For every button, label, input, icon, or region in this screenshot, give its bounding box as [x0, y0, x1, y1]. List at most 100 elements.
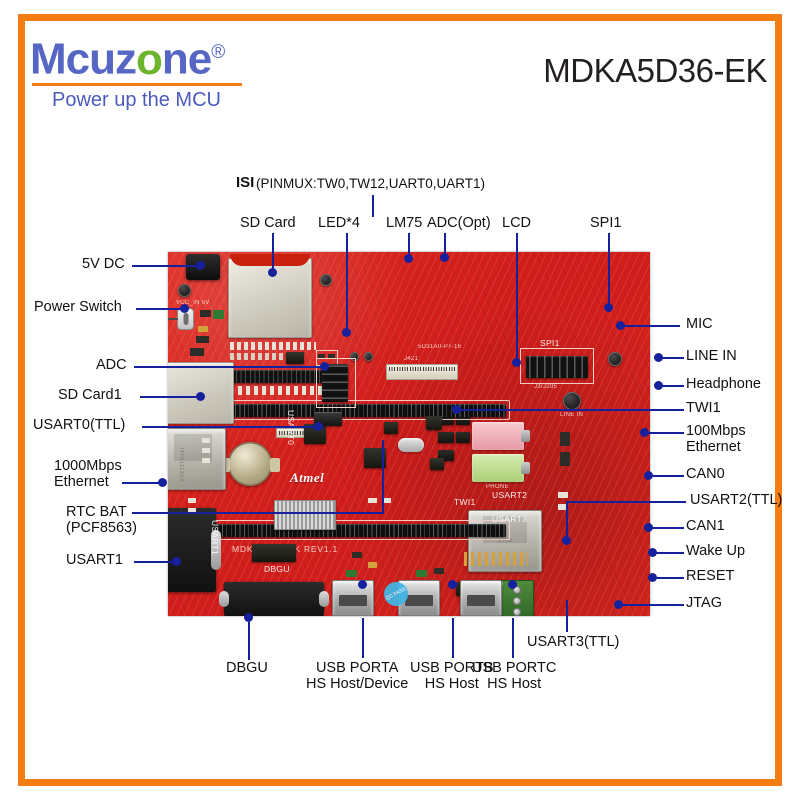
callout-1000mbps-line1: 1000Mbps [54, 458, 122, 474]
silk-dbgu: DBGU [264, 564, 290, 574]
dot-line-in [654, 353, 663, 362]
smd-part [200, 310, 211, 317]
silk-phone: PHONE [486, 484, 509, 490]
line-in-jack [472, 422, 530, 450]
rs232-transceiver [252, 544, 296, 562]
smd-chip [430, 458, 444, 470]
microphone [563, 392, 581, 410]
callout-usb-portc-line2: HS Host [487, 676, 542, 692]
callout-100mbps-ethernet: 100Mbps Ethernet [686, 423, 746, 455]
leader-sd-card [272, 233, 274, 273]
audio-chip [456, 432, 470, 443]
dot-can0 [644, 471, 653, 480]
usb-portc-connector [460, 580, 502, 616]
leader-rtc-bat-v [382, 440, 384, 514]
dot-jtag [614, 600, 623, 609]
capacitor [608, 352, 622, 366]
smd-part [328, 354, 335, 359]
lcd-ffc-connector [386, 364, 458, 380]
leader-usb-portc [512, 618, 514, 658]
silk-spi1-ref: J3/J205 [534, 384, 558, 390]
leader-5v-dc [132, 265, 200, 267]
dot-adc-opt [440, 253, 449, 262]
test-point [364, 352, 373, 361]
callout-mic: MIC [686, 316, 713, 332]
dbgu-db9-connector [219, 582, 329, 616]
silk-spi1: SPI1 [540, 338, 560, 348]
callout-1000mbps-line2: Ethernet [54, 474, 109, 490]
leader-twi1-h [458, 409, 684, 411]
silk-usart1: USART1 [210, 520, 220, 556]
qfn-chip [364, 448, 386, 468]
callout-can0: CAN0 [686, 466, 725, 482]
test-point [350, 352, 359, 361]
callout-usb-portc: USB PORTC HS Host [472, 660, 556, 692]
page-title: MDKA5D36-EK [543, 52, 767, 89]
dot-usb-portb [448, 580, 457, 589]
silk-eth-mark: HY911131A [178, 448, 184, 483]
dot-led4 [342, 328, 351, 337]
dot-usb-portc [508, 580, 517, 589]
spi1-outline [520, 348, 594, 384]
silk-twi1: TWI1 [454, 497, 476, 507]
leader-mic [620, 325, 680, 327]
leader-line-in [660, 357, 684, 359]
callout-can1: CAN1 [686, 518, 725, 534]
leader-usart2-v [566, 501, 568, 541]
leader-usb-porta [362, 618, 364, 658]
battery-clip [270, 458, 280, 472]
callout-usb-portb-line2: HS Host [424, 676, 479, 692]
dot-headphone [654, 381, 663, 390]
callout-reset: RESET [686, 568, 735, 584]
leader-1000mbps [122, 482, 162, 484]
som-connector-top [198, 404, 506, 417]
smd-chip [384, 422, 398, 434]
callout-headphone: Headphone [686, 376, 761, 392]
smd-part [202, 448, 210, 453]
smd-part [382, 498, 391, 503]
smd-row [190, 386, 340, 395]
smd-part [416, 570, 427, 577]
leader-headphone [660, 385, 684, 387]
power-capacitor [178, 284, 191, 297]
leader-adc-opt [444, 233, 446, 257]
ethernet-1000m-rj45 [168, 428, 226, 490]
silk-eth2-mark: 1712 [498, 538, 513, 544]
callout-1000mbps-ethernet: 1000Mbps Ethernet [54, 458, 122, 490]
crystal-oscillator [398, 438, 424, 452]
pin-row [464, 552, 528, 566]
leader-spi1 [608, 233, 610, 308]
callout-usb-portc-line1: USB PORTC [472, 660, 557, 676]
logo-wordmark: Mcuzone® [30, 30, 242, 83]
logo-text-part1: Mcuz [30, 34, 137, 84]
logo-tagline: Power up the MCU [52, 88, 221, 111]
audio-chip [438, 450, 454, 461]
lm75-sensor-chip [286, 352, 304, 364]
silk-usart3: USART3 [492, 514, 528, 524]
callout-usb-portb: USB PORTB HS Host [410, 660, 494, 692]
dot-lm75 [404, 254, 413, 263]
callout-rtc-line2: (PCF8563) [66, 520, 137, 536]
smd-chip [426, 416, 442, 430]
callout-isi-label: ISI [236, 174, 255, 191]
heatsink [274, 500, 336, 530]
callout-usart1: USART1 [66, 552, 123, 568]
dot-dbgu [244, 613, 253, 622]
callout-wake-up: Wake Up [686, 543, 746, 559]
dot-reset [648, 573, 657, 582]
callout-lm75: LM75 [386, 215, 423, 231]
silk-lcd-ref: J421 [404, 356, 419, 362]
leader-isi [372, 195, 374, 217]
leader-lcd [516, 233, 518, 363]
leader-dbgu [248, 622, 250, 660]
logo-underline [32, 82, 242, 86]
dot-mic [616, 321, 625, 330]
capacitor [320, 274, 332, 286]
callout-usb-portb-line1: USB PORTB [410, 660, 494, 676]
leader-usart0-ttl [142, 426, 318, 428]
leader-can1 [650, 527, 684, 529]
callout-dbgu: DBGU [226, 660, 268, 676]
callout-rtc-line1: RTC BAT [66, 504, 127, 520]
dot-sd-card [268, 268, 277, 277]
